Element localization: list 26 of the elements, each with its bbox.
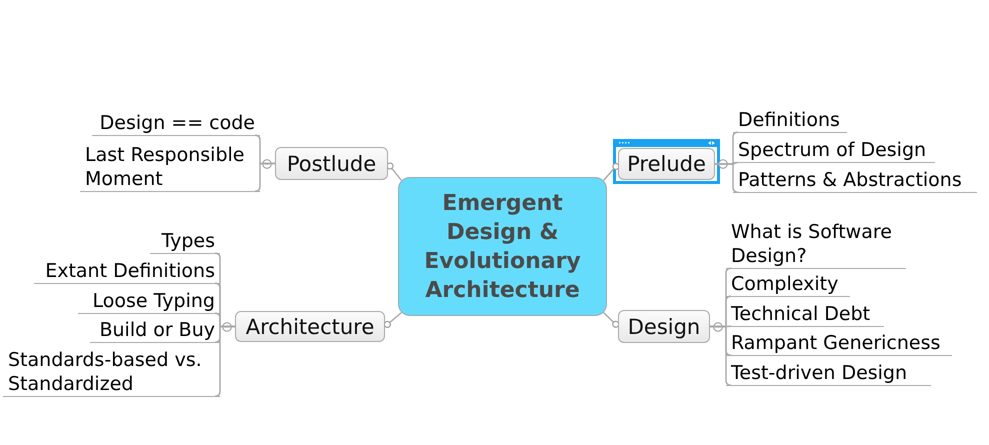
subtopic-label: What is Software Design?	[726, 219, 906, 269]
subtopic-label: Spectrum of Design	[733, 137, 935, 163]
connector-line	[254, 162, 275, 192]
connector-line	[602, 162, 620, 181]
subtopic-label: Complexity	[726, 271, 850, 297]
subtopic-label: Extant Definitions	[34, 258, 220, 284]
subtopic-label: Standards-based vs. Standardized	[3, 347, 220, 397]
subtopic-label: Technical Debt	[726, 301, 884, 327]
subtopic-label: Rampant Genericness	[726, 330, 952, 356]
topic-box: Prelude	[618, 148, 715, 180]
connector-line	[715, 163, 738, 193]
connector-line	[386, 162, 402, 181]
central-topic-box: Emergent Design & Evolutionary Architecture	[398, 177, 607, 316]
subtopic-label: Definitions	[733, 107, 847, 133]
subtopic-label: Design == code	[92, 110, 260, 136]
subtopic-label: Test-driven Design	[726, 360, 931, 386]
subtopic-label: Build or Buy	[90, 317, 220, 343]
subtopic-label: Patterns & Abstractions	[733, 167, 977, 193]
topic-box: Architecture	[235, 311, 385, 342]
subtopic-label: Last Responsible Moment	[80, 142, 260, 192]
connector-line	[384, 312, 402, 328]
topic-box: Design	[618, 310, 710, 343]
subtopic-label: Types	[150, 228, 220, 254]
subtopic-label: Loose Typing	[78, 288, 220, 314]
topic-box: Postlude	[275, 147, 388, 180]
connector-line	[603, 312, 620, 328]
